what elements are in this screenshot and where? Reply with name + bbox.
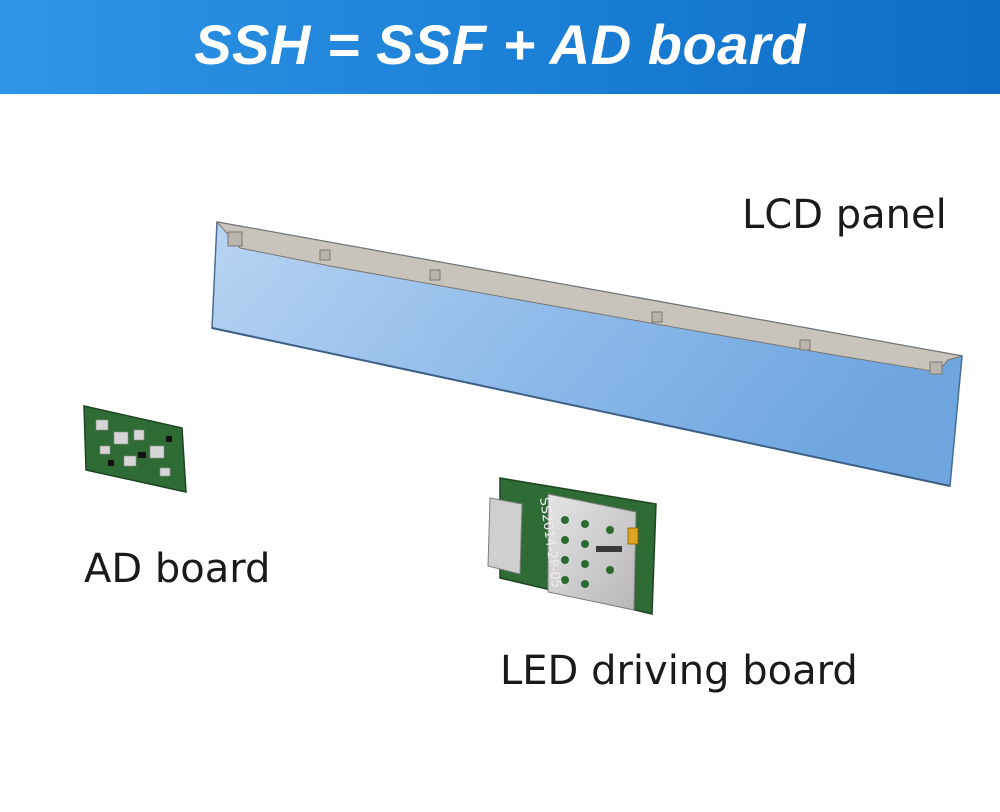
ad-board-image	[83, 405, 187, 493]
led-driving-board-label: LED driving board	[500, 648, 858, 694]
page-title: SSH = SSF + AD board	[194, 13, 806, 76]
led-driving-board-image: SS2014-2P-05	[487, 477, 657, 615]
panel-edge-tabs	[227, 231, 943, 375]
ad-board-label: AD board	[84, 546, 271, 592]
lcd-panel-image	[211, 221, 963, 487]
lcd-panel-label: LCD panel	[742, 192, 947, 238]
title-banner	[0, 0, 1000, 94]
